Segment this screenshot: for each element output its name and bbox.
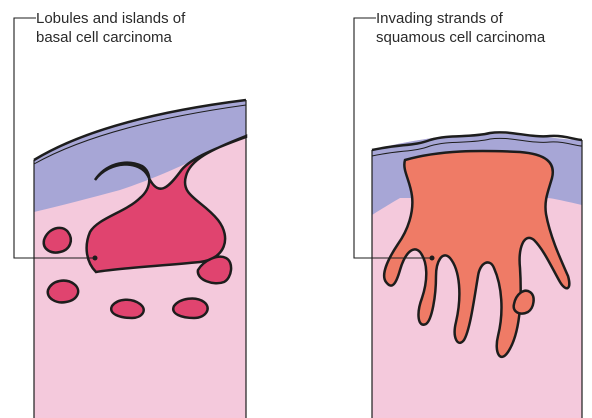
squamous-cell-panel (372, 132, 582, 418)
basal-island-3 (111, 300, 143, 318)
basal-cell-panel (34, 100, 246, 418)
squamous-cell-label-line2: squamous cell carcinoma (376, 28, 545, 47)
right-leader-dot (430, 256, 435, 261)
squamous-cell-label: Invading strands of squamous cell carcin… (376, 9, 545, 47)
squamous-cell-label-line1: Invading strands of (376, 9, 545, 28)
basal-island-4 (173, 299, 207, 318)
basal-cell-label: Lobules and islands of basal cell carcin… (36, 9, 185, 47)
left-leader-dot (93, 256, 98, 261)
basal-cell-label-line1: Lobules and islands of (36, 9, 185, 28)
basal-island-2 (48, 281, 78, 303)
basal-island-1 (44, 228, 71, 253)
basal-cell-label-line2: basal cell carcinoma (36, 28, 185, 47)
